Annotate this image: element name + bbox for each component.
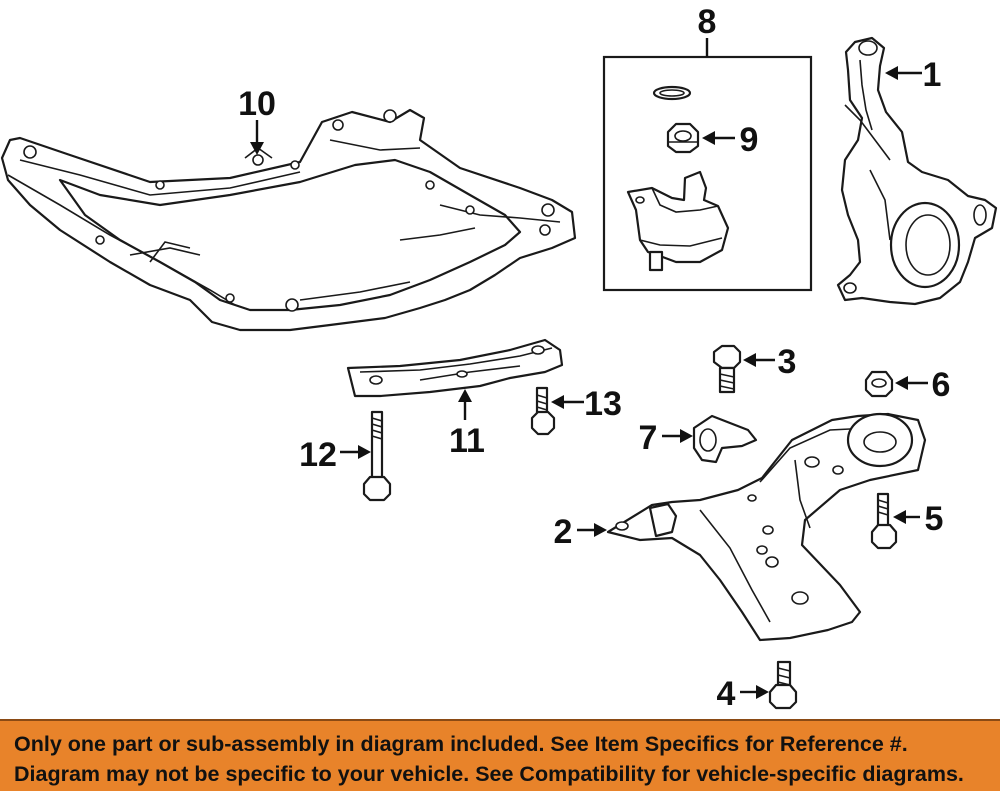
callout-6: 6 — [932, 366, 951, 404]
callout-3: 3 — [778, 343, 797, 381]
disclaimer-line-1: Only one part or sub-assembly in diagram… — [14, 732, 908, 756]
bolt-12 — [362, 410, 392, 502]
bolt-4 — [768, 660, 798, 710]
crossmember-10 — [0, 108, 577, 332]
callout-9: 9 — [740, 121, 759, 159]
leader-lines — [250, 66, 928, 699]
bolt-3 — [712, 344, 742, 394]
nut-6 — [864, 370, 894, 398]
bolt-13 — [530, 386, 556, 436]
callout-2: 2 — [554, 513, 573, 551]
brace-11 — [346, 338, 564, 398]
callout-13: 13 — [584, 385, 622, 423]
callout-8: 8 — [698, 3, 717, 41]
callout-10: 10 — [238, 85, 276, 123]
disclaimer-line-2: Diagram may not be specific to your vehi… — [14, 762, 964, 786]
parts-diagram: 1 2 3 4 5 6 7 8 9 10 11 12 13 — [0, 3, 998, 713]
ball-joint-kit-box-8 — [602, 38, 813, 292]
callout-5: 5 — [925, 500, 944, 538]
steering-knuckle-1 — [836, 36, 998, 306]
bolt-5 — [870, 492, 898, 550]
lower-control-arm-2 — [606, 412, 927, 642]
callout-4: 4 — [717, 675, 736, 713]
callout-12: 12 — [299, 436, 337, 474]
callout-7: 7 — [639, 419, 658, 457]
disclaimer-banner: Only one part or sub-assembly in diagram… — [0, 719, 1000, 791]
castle-nut-9 — [666, 122, 700, 154]
callout-1: 1 — [923, 56, 942, 94]
callout-11: 11 — [449, 422, 485, 460]
bushing-7 — [692, 414, 758, 464]
